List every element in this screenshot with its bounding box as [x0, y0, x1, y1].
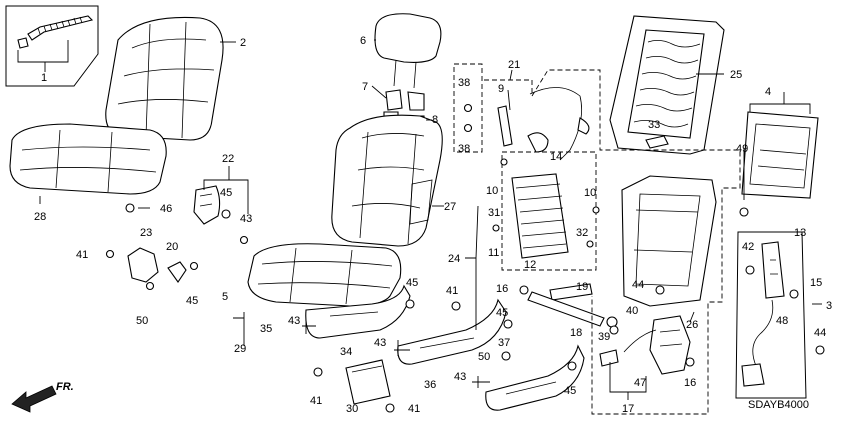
callout-35: 35	[260, 323, 272, 335]
callout-10-b: 10	[584, 187, 596, 199]
callout-50-b: 50	[478, 351, 490, 363]
seat-cushion-assembly-part-29	[247, 243, 402, 307]
callout-48: 48	[776, 315, 788, 327]
callout-24: 24	[448, 253, 460, 265]
front-direction-arrow	[11, 385, 57, 413]
callout-45-e: 45	[564, 385, 576, 397]
callout-34: 34	[340, 346, 352, 358]
callout-41-d: 41	[408, 403, 420, 415]
seat-back-cover-part-2	[105, 16, 224, 141]
callout-16-a: 16	[496, 283, 508, 295]
rail-and-rod	[527, 283, 618, 328]
callout-9: 9	[498, 83, 504, 95]
back-frame-components	[497, 87, 590, 259]
callout-30: 30	[346, 403, 358, 415]
fasteners	[105, 103, 825, 413]
seat-cushion-cover-part-28	[9, 123, 167, 195]
callout-labels: 1 2 3 4 5 6 7 8 9 10 10 11 12 13 14 15 1…	[34, 35, 832, 415]
power-switch-part-3	[735, 231, 807, 399]
callout-32: 32	[576, 227, 588, 239]
callout-44-a: 44	[632, 279, 644, 291]
callout-25: 25	[730, 69, 742, 81]
callout-43-a: 43	[240, 213, 252, 225]
callout-36: 36	[424, 379, 436, 391]
callout-47: 47	[634, 377, 646, 389]
callout-43-c: 43	[374, 337, 386, 349]
callout-4: 4	[765, 86, 771, 98]
callout-46: 46	[160, 203, 172, 215]
callout-15: 15	[810, 277, 822, 289]
callout-27: 27	[444, 201, 456, 213]
group-outlines	[453, 63, 741, 415]
callout-39: 39	[598, 331, 610, 343]
callout-2: 2	[240, 37, 246, 49]
callout-7: 7	[362, 81, 368, 93]
callout-16-b: 16	[684, 377, 696, 389]
back-board-part-4	[741, 111, 819, 199]
callout-8: 8	[432, 114, 438, 126]
callout-33: 33	[648, 119, 660, 131]
callout-19: 19	[576, 281, 588, 293]
callout-44-b: 44	[814, 327, 826, 339]
side-brackets	[127, 185, 221, 283]
seat-back-frame-part-25	[609, 15, 725, 155]
callout-41-b: 41	[446, 285, 458, 297]
callout-43-b: 43	[288, 315, 300, 327]
callout-31: 31	[488, 207, 500, 219]
callout-42: 42	[742, 241, 754, 253]
callout-13: 13	[794, 227, 806, 239]
callout-41-c: 41	[310, 395, 322, 407]
callout-18: 18	[570, 327, 582, 339]
callout-41-a: 41	[76, 249, 88, 261]
seat-trim-covers	[305, 284, 585, 411]
callout-37: 37	[498, 337, 510, 349]
callout-6: 6	[360, 35, 366, 47]
callout-45-c: 45	[406, 277, 418, 289]
callout-14: 14	[550, 151, 562, 163]
callout-21: 21	[508, 59, 520, 71]
callout-45-d: 45	[496, 307, 508, 319]
callout-38-b: 38	[458, 143, 470, 155]
seat-frame-part-26	[621, 175, 717, 307]
callout-29: 29	[234, 343, 246, 355]
callout-28: 28	[34, 211, 46, 223]
diagram-code: SDAYB4000	[748, 399, 809, 411]
motor-assembly	[599, 315, 691, 375]
callout-10-a: 10	[486, 185, 498, 197]
callout-43-d: 43	[454, 371, 466, 383]
leader-lines	[39, 39, 822, 400]
callout-40: 40	[626, 305, 638, 317]
callout-50-a: 50	[136, 315, 148, 327]
callout-5: 5	[222, 291, 228, 303]
callout-45-a: 45	[220, 187, 232, 199]
callout-3: 3	[826, 300, 832, 312]
direction-label: FR.	[56, 381, 74, 393]
callout-38-a: 38	[458, 77, 470, 89]
callout-23: 23	[140, 227, 152, 239]
headrest-part-6	[374, 13, 442, 127]
callout-17: 17	[622, 403, 634, 415]
callout-22: 22	[222, 153, 234, 165]
callout-11: 11	[488, 247, 499, 259]
callout-12: 12	[524, 259, 536, 271]
callout-26: 26	[686, 319, 698, 331]
lever-part-33	[645, 135, 669, 149]
callout-45-b: 45	[186, 295, 198, 307]
callout-1: 1	[41, 72, 47, 84]
callout-49: 49	[736, 143, 748, 155]
inset-box-part-1	[5, 5, 99, 87]
callout-20: 20	[166, 241, 178, 253]
seat-back-assembly-part-27	[331, 114, 443, 247]
